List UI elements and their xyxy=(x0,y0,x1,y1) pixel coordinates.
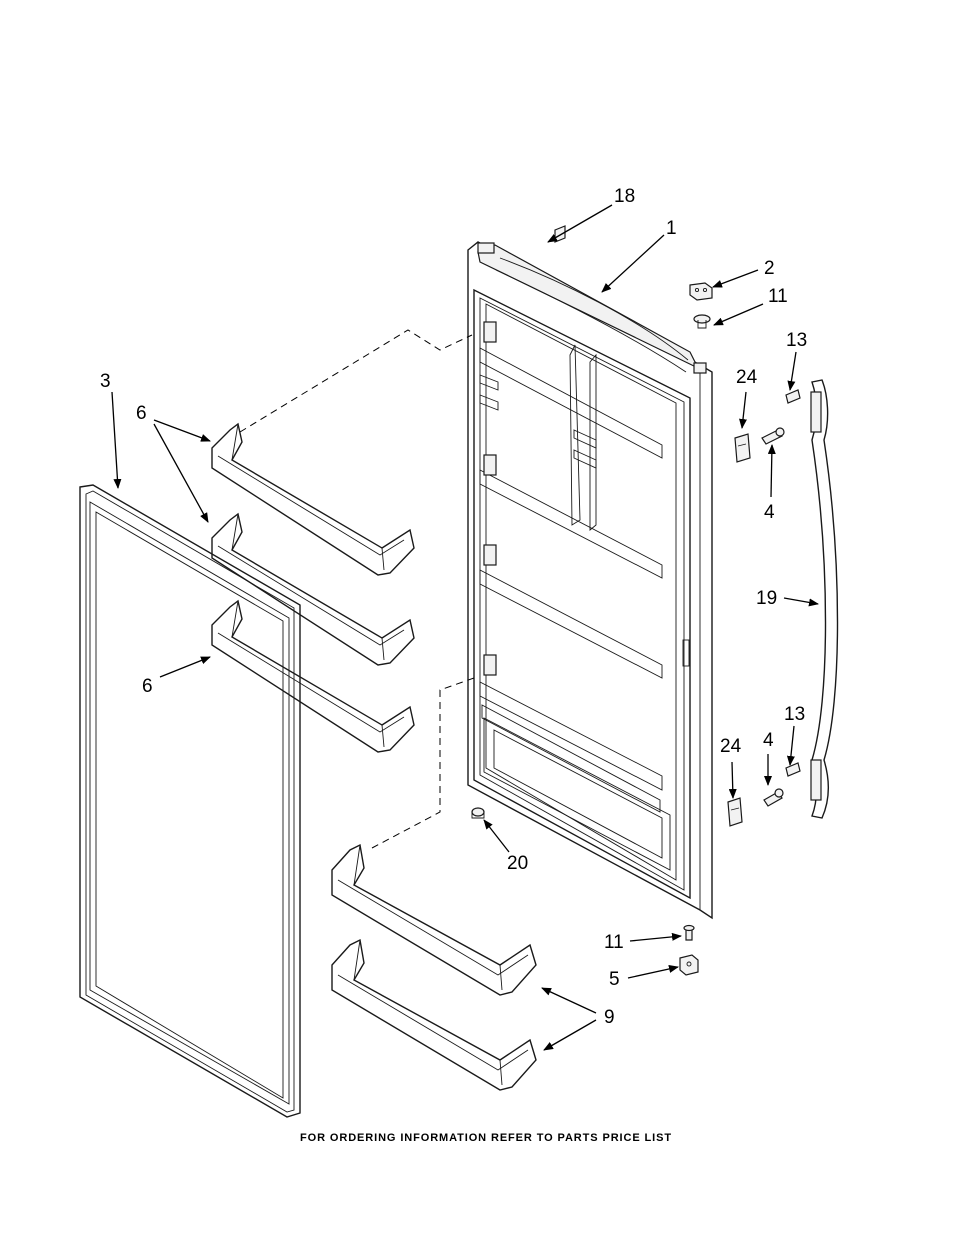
callout-11-top: 11 xyxy=(768,286,788,307)
handle-bracket-top xyxy=(735,434,750,462)
handle-screw-top xyxy=(786,390,800,403)
large-door-bin xyxy=(332,940,536,1090)
handle-screw-bottom xyxy=(786,763,800,776)
callout-6-top: 6 xyxy=(136,403,147,424)
hinge-pin-cover xyxy=(555,226,565,242)
callout-5: 5 xyxy=(609,969,620,990)
screw-bottom xyxy=(764,789,783,806)
callout-2: 2 xyxy=(764,258,775,279)
callout-13-top: 13 xyxy=(786,330,807,351)
large-door-bin xyxy=(332,845,536,995)
callout-6-bottom: 6 xyxy=(142,676,153,697)
callout-20: 20 xyxy=(507,853,528,874)
door-gasket xyxy=(80,485,300,1117)
hinge-bushing-bottom xyxy=(684,926,694,941)
door-assembly xyxy=(468,242,712,918)
door-bin xyxy=(212,424,414,575)
alignment-line-lower xyxy=(372,678,474,848)
callout-4-bottom: 4 xyxy=(763,730,774,751)
callout-1: 1 xyxy=(666,218,677,239)
handle-bracket-bottom xyxy=(728,798,742,826)
hinge-bottom xyxy=(680,955,698,975)
callout-4-top: 4 xyxy=(764,502,775,523)
callout-24-bottom: 24 xyxy=(720,736,742,757)
hinge-top xyxy=(690,283,712,300)
callout-3: 3 xyxy=(100,371,111,392)
callout-9: 9 xyxy=(604,1007,615,1028)
callout-19: 19 xyxy=(756,588,777,609)
door-handle xyxy=(811,380,838,818)
door-stop xyxy=(472,808,484,818)
callout-18: 18 xyxy=(614,186,635,207)
screw-top xyxy=(762,428,784,444)
callout-24-top: 24 xyxy=(736,367,758,388)
alignment-line-upper xyxy=(240,330,472,432)
ordering-info-footer: FOR ORDERING INFORMATION REFER TO PARTS … xyxy=(0,1132,954,1144)
callout-13-bottom: 13 xyxy=(784,704,805,725)
callout-11-bottom: 11 xyxy=(604,932,624,953)
hinge-bushing-top xyxy=(694,315,710,328)
